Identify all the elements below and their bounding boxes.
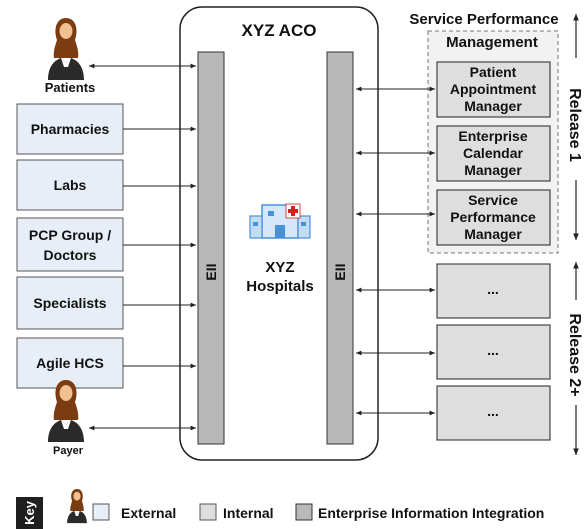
release2-label: Release 2+ — [566, 313, 583, 396]
hospital-label-line1: XYZ — [265, 259, 294, 276]
hospital-icon — [249, 203, 311, 239]
patients-person-icon — [48, 18, 84, 80]
svg-text:Specialists: Specialists — [33, 295, 106, 311]
release2-box-3: ... — [436, 385, 551, 441]
key-internal-label: Internal — [223, 505, 274, 521]
key-tab — [16, 497, 43, 529]
key-eii-swatch — [295, 503, 313, 521]
hospital-label-line2: Hospitals — [246, 278, 314, 295]
svg-text:Calendar: Calendar — [463, 145, 523, 161]
spm-box-patient-appointment-manager: Patient Appointment Manager — [436, 61, 551, 118]
key-eii-label: Enterprise Information Integration — [318, 505, 544, 521]
spm-title-line1: Service Performance — [409, 11, 558, 28]
payer-person-icon — [48, 380, 84, 442]
eii-bar-left — [197, 51, 225, 445]
release2-box-1: ... — [436, 263, 551, 319]
svg-text:Manager: Manager — [464, 226, 522, 242]
svg-text:Manager: Manager — [464, 162, 522, 178]
key-title: Key — [22, 500, 37, 525]
key-external-label: External — [121, 505, 176, 521]
svg-text:Patient: Patient — [470, 64, 517, 80]
spm-box-enterprise-calendar-manager: Enterprise Calendar Manager — [436, 125, 551, 182]
key-internal-swatch — [199, 503, 217, 521]
svg-text:Labs: Labs — [54, 177, 87, 193]
eii-bar-right — [326, 51, 354, 445]
svg-text:Enterprise: Enterprise — [458, 128, 527, 144]
svg-text:Manager: Manager — [464, 98, 522, 114]
svg-text:Agile HCS: Agile HCS — [36, 355, 104, 371]
aco-title: XYZ ACO — [242, 21, 317, 40]
key-external-swatch — [92, 503, 110, 521]
svg-text:...: ... — [487, 281, 499, 297]
svg-text:Pharmacies: Pharmacies — [31, 121, 110, 137]
svg-text:...: ... — [487, 342, 499, 358]
svg-text:Appointment: Appointment — [450, 81, 537, 97]
svg-text:...: ... — [487, 403, 499, 419]
spm-title-line2: Management — [446, 34, 538, 51]
svg-text:Service: Service — [468, 192, 518, 208]
external-box-labs: Labs — [16, 159, 124, 211]
external-box-specialists: Specialists — [16, 276, 124, 330]
svg-text:Performance: Performance — [450, 209, 536, 225]
eii-label-right: EII — [332, 263, 348, 280]
release2-box-2: ... — [436, 324, 551, 380]
spm-box-service-performance-manager: Service Performance Manager — [436, 189, 551, 246]
release1-label: Release 1 — [566, 88, 583, 162]
svg-text:Doctors: Doctors — [44, 247, 97, 263]
payer-label: Payer — [53, 445, 84, 457]
external-box-pharmacies: Pharmacies — [16, 103, 124, 155]
external-box-pcp-group-doctors: PCP Group / Doctors — [16, 217, 124, 272]
svg-text:PCP Group /: PCP Group / — [29, 227, 111, 243]
patients-label: Patients — [45, 80, 96, 95]
eii-label-left: EII — [203, 263, 219, 280]
external-box-agile-hcs: Agile HCS — [16, 337, 124, 389]
